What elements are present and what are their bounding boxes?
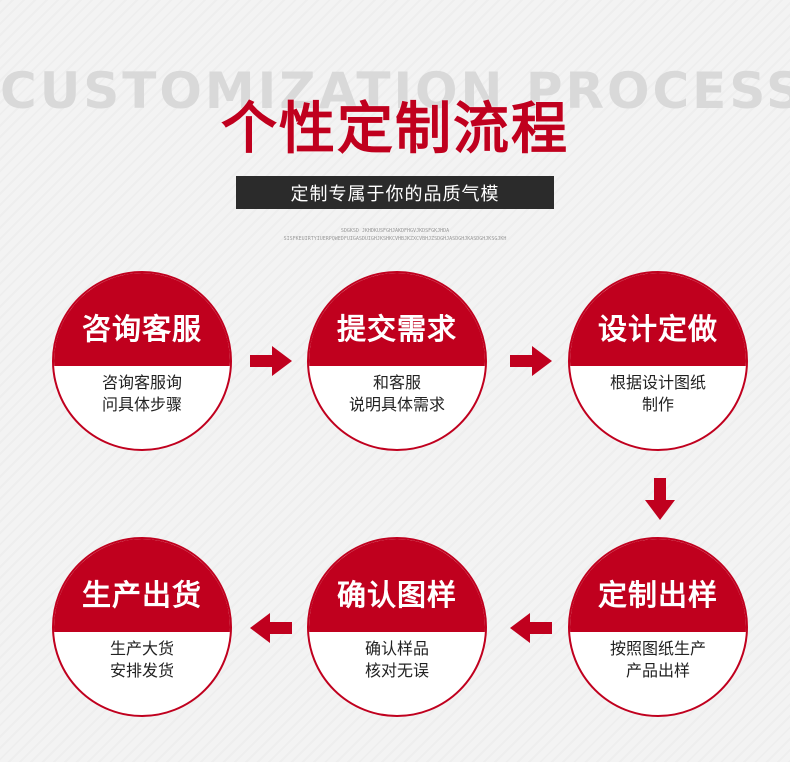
page-title: 个性定制流程 <box>221 97 569 162</box>
step-description: 按照图纸生产 产品出样 <box>570 638 746 682</box>
step-custom-sample: 定制出样 按照图纸生产 产品出样 <box>568 537 748 717</box>
step-consult-service: 咨询客服 咨询客服询 问具体步骤 <box>52 271 232 451</box>
step-production-shipping: 生产出货 生产大货 安排发货 <box>52 537 232 717</box>
step-desc-line: 产品出样 <box>625 660 690 680</box>
step-desc-line: 制作 <box>641 394 674 414</box>
arrow-right-icon <box>250 346 292 376</box>
step-confirm-sample: 确认图样 确认样品 核对无误 <box>307 537 487 717</box>
step-desc-line: 根据设计图纸 <box>609 372 706 392</box>
arrow-right-icon <box>510 346 552 376</box>
step-desc-line: 说明具体需求 <box>348 394 445 414</box>
step-header: 生产出货 <box>54 539 230 633</box>
step-header: 咨询客服 <box>54 273 230 367</box>
step-header: 提交需求 <box>309 273 485 367</box>
step-description: 确认样品 核对无误 <box>309 638 485 682</box>
step-desc-line: 确认样品 <box>364 638 429 658</box>
step-desc-line: 和客服 <box>372 372 421 392</box>
arrow-down-icon <box>645 478 675 520</box>
decorative-fine-text-2: SISFKEUIRTYIUERPQWEDFUIGASDUIGHJKSHKCVHB… <box>283 236 507 242</box>
step-header: 定制出样 <box>570 539 746 633</box>
step-description: 根据设计图纸 制作 <box>570 372 746 416</box>
step-title: 生产出货 <box>81 578 202 613</box>
step-description: 咨询客服询 问具体步骤 <box>54 372 230 416</box>
background-english-title: CUSTOMIZATION PROCESS <box>0 62 790 120</box>
step-title: 设计定做 <box>597 312 718 347</box>
subtitle-text: 定制专属于你的品质气模 <box>290 183 500 205</box>
step-desc-line: 核对无误 <box>364 660 429 680</box>
step-description: 生产大货 安排发货 <box>54 638 230 682</box>
step-title: 咨询客服 <box>81 312 202 347</box>
step-title: 定制出样 <box>597 578 718 613</box>
step-header: 确认图样 <box>309 539 485 633</box>
step-desc-line: 按照图纸生产 <box>609 638 706 658</box>
decorative-fine-text-1: SDGKSD JKHDKUSFGHJAKDFHGVJKDSFGKJHDA <box>340 228 450 234</box>
step-desc-line: 生产大货 <box>109 638 174 658</box>
subtitle-banner: 定制专属于你的品质气模 <box>236 176 554 209</box>
arrow-left-icon <box>250 613 292 643</box>
arrow-left-icon <box>510 613 552 643</box>
step-header: 设计定做 <box>570 273 746 367</box>
step-description: 和客服 说明具体需求 <box>309 372 485 416</box>
step-submit-requirements: 提交需求 和客服 说明具体需求 <box>307 271 487 451</box>
step-desc-line: 咨询客服询 <box>101 372 182 392</box>
step-title: 确认图样 <box>336 578 457 613</box>
step-desc-line: 安排发货 <box>109 660 174 680</box>
step-design-production: 设计定做 根据设计图纸 制作 <box>568 271 748 451</box>
step-desc-line: 问具体步骤 <box>101 394 182 414</box>
step-title: 提交需求 <box>336 312 457 347</box>
